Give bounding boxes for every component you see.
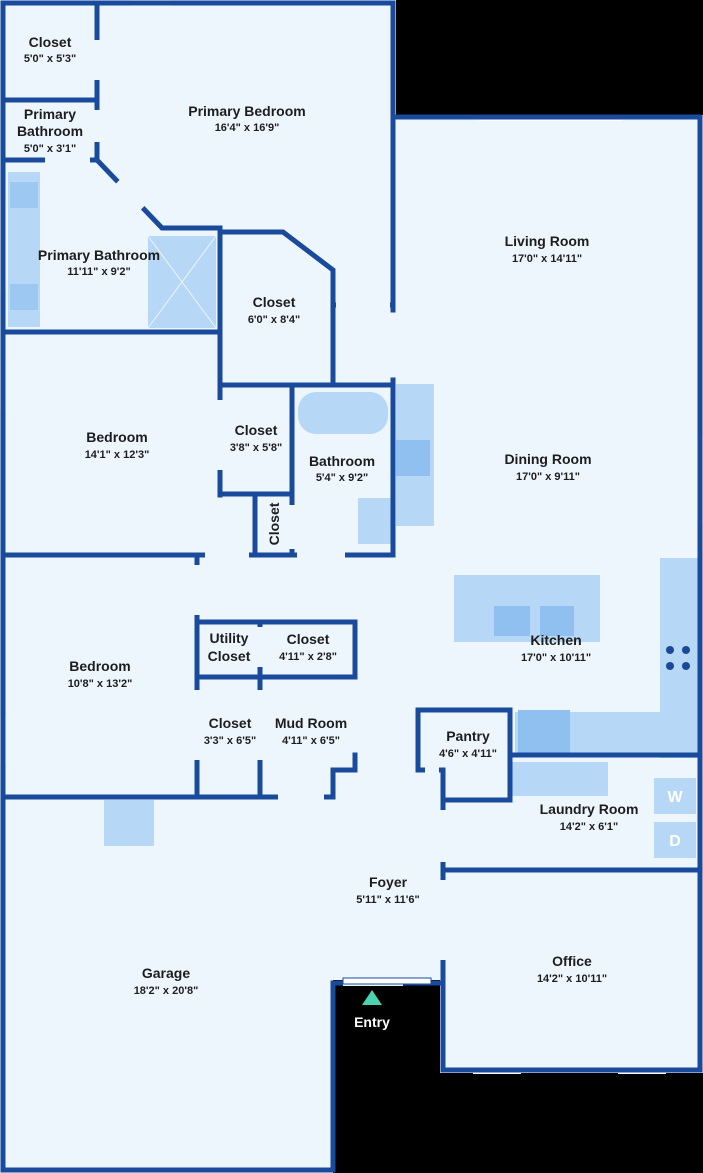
- primary-bath-small-name-1: Primary: [24, 106, 76, 122]
- laundry-sink: [512, 762, 608, 796]
- living-room-name: Living Room: [505, 233, 590, 249]
- primary-bedroom-name: Primary Bedroom: [188, 103, 305, 119]
- room-labels: Closet 5'0" x 5'3" Primary Bedroom 16'4"…: [17, 34, 638, 997]
- closet-vertical-name: Closet: [266, 502, 282, 545]
- washer: [654, 778, 696, 814]
- closet-walkin-name: Closet: [253, 294, 296, 310]
- bedroom-1-dim: 14'1" x 12'3": [85, 449, 150, 461]
- kitchen-dim: 17'0" x 10'11": [521, 652, 591, 664]
- closet-top-dim: 5'0" x 5'3": [24, 53, 76, 65]
- primary-bathroom-name: Primary Bathroom: [38, 247, 160, 263]
- primary-bath-small-dim: 5'0" x 3'1": [24, 143, 76, 155]
- sink-top: [10, 182, 38, 208]
- primary-bathroom-dim: 11'11" x 9'2": [67, 266, 130, 278]
- entry-door: [342, 977, 432, 985]
- bathroom-name: Bathroom: [309, 453, 375, 469]
- bedroom-2-name: Bedroom: [69, 658, 130, 674]
- closet-hall-name: Closet: [287, 631, 330, 647]
- utility-closet-name-2: Closet: [208, 648, 251, 664]
- washer-letter: W: [667, 789, 683, 806]
- closet-b2-name: Closet: [209, 715, 252, 731]
- primary-bedroom-dim: 16'4" x 16'9": [215, 122, 280, 134]
- island-sink-right: [540, 606, 574, 636]
- mud-room-dim: 4'11" x 6'5": [282, 735, 340, 747]
- primary-bath-small-name-2: Bathroom: [17, 123, 83, 139]
- laundry-room-dim: 14'2" x 6'1": [560, 821, 618, 833]
- dryer-letter: D: [669, 833, 681, 850]
- bath-fixture-accent: [396, 440, 430, 476]
- island-sink-left: [494, 606, 530, 636]
- closet-top-name: Closet: [29, 34, 72, 50]
- dining-room-dim: 17'0" x 9'11": [516, 471, 580, 483]
- closet-b1-dim: 3'8" x 5'8": [230, 442, 282, 454]
- closet-b2-dim: 3'3" x 6'5": [204, 735, 256, 747]
- kitchen-name: Kitchen: [530, 632, 581, 648]
- entry-arrow-icon: [362, 990, 382, 1005]
- closet-hall-dim: 4'11" x 2'8": [279, 651, 337, 663]
- foyer-dim: 5'11" x 11'6": [356, 894, 419, 906]
- fixtures: [8, 172, 700, 858]
- door-openings: [45, 40, 446, 986]
- office-dim: 14'2" x 10'11": [537, 973, 607, 985]
- living-room-dim: 17'0" x 14'11": [512, 253, 582, 265]
- bath-vanity: [358, 498, 392, 544]
- closet-b1-name: Closet: [235, 422, 278, 438]
- foyer-name: Foyer: [369, 874, 408, 890]
- bedroom-2-dim: 10'8" x 13'2": [68, 678, 133, 690]
- bedroom-1-name: Bedroom: [86, 429, 147, 445]
- utility-closet-name-1: Utility: [210, 630, 249, 646]
- garage-opening: [104, 800, 154, 846]
- pantry-dim: 4'6" x 4'11": [439, 748, 497, 760]
- cooktop: [666, 646, 690, 670]
- bathtub: [298, 392, 388, 434]
- sink-bottom: [10, 284, 38, 310]
- garage-name: Garage: [142, 965, 190, 981]
- fridge: [518, 710, 570, 754]
- garage-dim: 18'2" x 20'8": [134, 985, 199, 997]
- entry-label: Entry: [354, 1014, 390, 1030]
- laundry-room-name: Laundry Room: [540, 801, 639, 817]
- dining-room-name: Dining Room: [504, 451, 591, 467]
- office-name: Office: [552, 953, 592, 969]
- bathroom-dim: 5'4" x 9'2": [316, 472, 368, 484]
- mud-room-name: Mud Room: [275, 715, 347, 731]
- pantry-name: Pantry: [446, 728, 490, 744]
- closet-walkin-dim: 6'0" x 8'4": [248, 314, 300, 326]
- dryer: [654, 822, 696, 858]
